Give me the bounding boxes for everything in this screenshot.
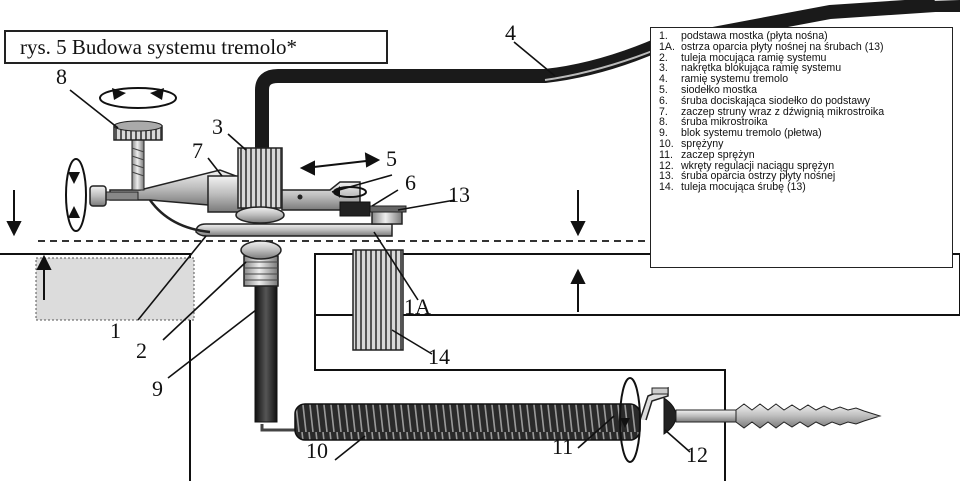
legend-item-number: 1. [659, 30, 668, 42]
callout-8: 8 [56, 64, 67, 89]
legend-item-number: 4. [659, 73, 668, 86]
leader-lines [69, 41, 691, 461]
legend-item-number: 13. [659, 170, 674, 183]
legend-item-number: 12. [659, 159, 674, 172]
legend-item-number: 6. [659, 94, 668, 107]
fine-tuner-screw-cap [113, 120, 163, 132]
claw-screw-thread [735, 403, 882, 429]
spring-hook-left [260, 424, 296, 432]
saddle-screw-hole [297, 194, 303, 200]
spring [294, 403, 641, 441]
callout-9: 9 [152, 376, 163, 401]
tremolo-arm-tip [900, 0, 960, 12]
legend-item-number: 3. [659, 62, 668, 75]
legend-item: 7. zaczep struny wraz z dźwignią mikrostr… [659, 105, 948, 118]
callout-5: 5 [386, 146, 397, 171]
bushing-threads [244, 261, 278, 281]
legend-item-number: 14. [659, 181, 674, 194]
callout-10: 10 [306, 438, 328, 463]
legend-item: 2. tuleja mocująca ramię systemu [659, 51, 948, 64]
legend-item-text: ostrza oparcia płyty nośnej na śrubach (… [681, 40, 884, 53]
lever-housing [207, 175, 243, 213]
callout-7: 7 [192, 138, 203, 163]
callout-11: 11 [552, 434, 574, 459]
legend-item-text: blok systemu tremolo (płetwa) [681, 127, 822, 140]
legend-item: 1. podstawa mostka (płyta nośna) [659, 31, 948, 42]
legend-item-text: sprężyny [681, 137, 724, 150]
legend-item-text: siodełko mostka [681, 83, 757, 96]
legend-item: 3. nakrętka blokująca ramię systemu [659, 63, 948, 74]
fine-tuner-screw [131, 137, 145, 191]
legend-item-text: tuleja mocująca śrubę (13) [681, 181, 806, 194]
tremolo-arm-highlight [544, 47, 661, 81]
claw-screw [663, 397, 677, 435]
saddle-clamp-screw [339, 201, 371, 217]
claw-plate [651, 387, 669, 395]
callout-4: 4 [505, 20, 516, 45]
legend-item: 13. śruba oparcia ostrzy płyty nośnej [659, 171, 948, 182]
stud-bushing [352, 249, 404, 351]
legend-item-number: 11. [659, 148, 673, 161]
fine-tuner-screw-threads [131, 147, 145, 177]
legend-item: 1A. ostrza oparcia płyty nośnej na śrubac… [659, 40, 948, 53]
legend-item-text: nakrętka blokująca ramię systemu [681, 62, 842, 75]
legend-item: 11. zaczep sprężyn [659, 148, 948, 161]
claw-screw-shank [675, 409, 737, 423]
tuner-rotation-arrow-top [99, 87, 177, 109]
legend-item: 4. ramię systemu tremolo [659, 74, 948, 85]
legend-item-number: 8. [659, 116, 668, 129]
bushing-collar [240, 240, 282, 260]
legend-item-number: 1A. [659, 40, 675, 53]
legend-item-text: śruba mikrostroika [681, 116, 768, 129]
tuner-rotation-arrow-side [65, 158, 87, 232]
string-wire [148, 199, 211, 234]
legend-item-text: tuleja mocująca ramię systemu [681, 51, 827, 64]
legend-item-text: ramię systemu tremolo [681, 73, 789, 86]
arm-bushing [243, 255, 279, 287]
figure-title: rys. 5 Budowa systemu tremolo* [4, 30, 388, 64]
legend-item-text: podstawa mostka (płyta nośna) [681, 30, 828, 42]
callout-1a: 1A [404, 294, 431, 319]
body-cavity [35, 257, 195, 321]
screw-rotation-arrow [619, 377, 641, 463]
legend-item: 8. śruba mikrostroika [659, 117, 948, 128]
legend-item-number: 2. [659, 51, 668, 64]
callout-12: 12 [686, 442, 708, 467]
legend-item-number: 9. [659, 127, 668, 140]
locking-nut-base [235, 206, 285, 224]
legend-item-number: 5. [659, 83, 668, 96]
callout-13: 13 [448, 182, 470, 207]
legend-item-number: 7. [659, 105, 668, 118]
legend-item: 10. sprężyny [659, 139, 948, 150]
legend-item-text: wkręty regulacji naciągu sprężyn [681, 159, 835, 172]
callout-2: 2 [136, 338, 147, 363]
legend-item-text: zaczep struny wraz z dźwignią mikrostroi… [681, 105, 885, 118]
tremolo-arm [255, 0, 936, 170]
locking-nut [237, 147, 283, 209]
legend-item: 9. blok systemu tremolo (płetwa) [659, 128, 948, 139]
fine-tuner-knob-side [89, 185, 107, 207]
legend-item-text: zaczep sprężyn [681, 148, 755, 161]
legend-item: 5. siodełko mostka [659, 85, 948, 96]
base-plate [195, 223, 393, 237]
legend-item: 6. śruba dociskająca siodełko do podstawy [659, 94, 948, 107]
callout-3: 3 [212, 114, 223, 139]
legend-item-text: śruba oparcia ostrzy płyty nośnej [681, 170, 836, 183]
callout-14: 14 [428, 344, 450, 369]
saddle-motion-arrow [299, 152, 381, 176]
legend: 1. podstawa mostka (płyta nośna) 1A. ostrza… [650, 27, 953, 268]
height-arrows [6, 190, 586, 312]
legend-item-number: 10. [659, 137, 674, 150]
legend-item-text: śruba dociskająca siodełko do podstawy [681, 94, 871, 107]
legend-item: 12. wkręty regulacji naciągu sprężyn [659, 159, 948, 172]
callout-1: 1 [110, 318, 121, 343]
callout-6: 6 [405, 170, 416, 195]
legend-item: 14. tuleja mocująca śrubę (13) [659, 182, 948, 193]
